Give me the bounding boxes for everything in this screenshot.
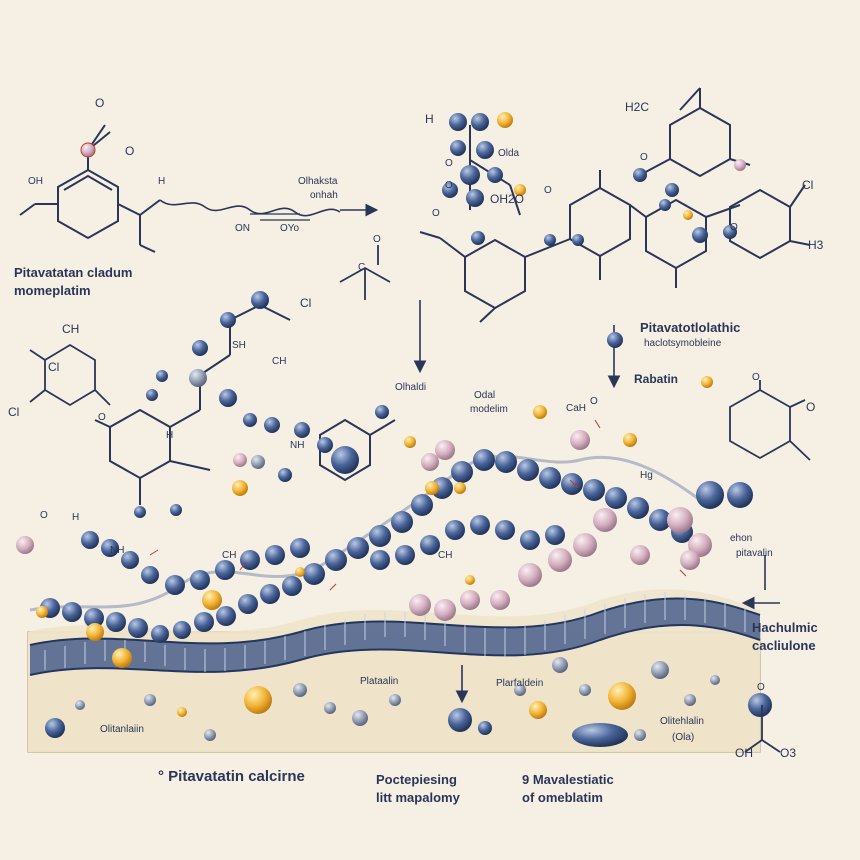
atom-label: O: [445, 180, 453, 191]
atom-label: CH: [222, 550, 237, 561]
atom-label: O: [445, 158, 453, 169]
compound-name: Pitavatotlolathic: [640, 320, 741, 335]
mid-left-molecule: [94, 304, 396, 505]
region-label: Plarfaldein: [496, 678, 544, 689]
atom-label: H2C: [625, 100, 650, 114]
caption-center: Poctepiesing: [376, 772, 457, 787]
cytoplasm-atoms: [45, 657, 720, 747]
annotation-label: Olhaksta: [298, 176, 338, 187]
atom-label: CaH: [566, 403, 587, 414]
atom-label: O: [806, 400, 816, 414]
atom-label: OH: [735, 746, 753, 760]
atom-label: O: [40, 510, 48, 521]
annotation-label: ehon: [730, 533, 753, 544]
atom-label: CH: [62, 322, 80, 336]
annotation-label: pitavalin: [736, 548, 773, 559]
atom-label: O: [757, 682, 765, 693]
atom-label: Hg: [640, 470, 653, 481]
reaction-arrows: [340, 203, 780, 704]
atom-label: O: [590, 396, 598, 407]
protein-chain: [16, 332, 772, 717]
compound-name: haclotsymobleine: [644, 338, 722, 349]
atom-label: Cl: [300, 296, 312, 310]
region-label: Plataalin: [360, 676, 399, 687]
bottom-right-molecule: [744, 705, 781, 753]
oxygen-atom: [80, 142, 96, 158]
top-right-atoms: [442, 112, 746, 246]
atom-label: OH2O: [490, 192, 525, 206]
atom-label: C: [358, 262, 366, 273]
region-label: (Ola): [672, 732, 695, 743]
atom-label: H: [166, 430, 174, 441]
atom-label: Olda: [498, 148, 520, 159]
atom-label: CH: [438, 550, 453, 561]
atom-label: Cl: [8, 405, 20, 419]
atom-label: SH: [232, 340, 246, 351]
compound-name: cacliulone: [752, 638, 816, 653]
atom-label: H: [425, 112, 434, 126]
caption-right: of omeblatim: [522, 790, 603, 805]
atom-label: OH: [28, 176, 43, 187]
reaction-sparks: [149, 419, 687, 591]
small-fragments: [29, 245, 811, 461]
region-label: Olitehlalin: [660, 716, 704, 727]
compound-name: Rabatin: [634, 372, 679, 386]
region-label: Olitanlaiin: [100, 724, 144, 735]
caption-left: ° Pitavatatin calcirne: [158, 768, 305, 785]
atom-label: O: [432, 208, 440, 219]
annotation-label: modelim: [470, 404, 508, 415]
atom-label: ON: [235, 223, 250, 234]
compound-name: Pitavatatan cladum: [14, 265, 133, 280]
atom-label: O: [98, 412, 106, 423]
atom-label: Cl: [802, 178, 814, 192]
annotation-label: Olhaldi: [395, 382, 427, 393]
compound-name: Hachulmic: [752, 620, 818, 635]
atom-label: CH: [272, 356, 287, 367]
annotation-label: onhah: [310, 190, 338, 201]
cell-region: [27, 589, 761, 753]
atom-label: O: [373, 234, 381, 245]
caption-right: 9 Mavalestiatic: [522, 772, 614, 787]
atom-label: O: [95, 96, 105, 110]
atom-label: H: [72, 512, 80, 523]
atom-label: O: [640, 152, 648, 163]
atom-label: H3: [808, 238, 824, 252]
compound-name: momeplatim: [14, 283, 91, 298]
gold-atoms: [36, 376, 713, 719]
atom-label: O: [752, 372, 760, 383]
atom-label: O: [125, 144, 135, 158]
atom-label: NH: [290, 440, 305, 451]
caption-center: litt mapalomy: [376, 790, 460, 805]
mid-left-atoms: [134, 291, 389, 518]
atom-label: H: [158, 176, 166, 187]
atom-label: O: [730, 222, 738, 233]
atom-label: O: [544, 185, 552, 196]
atom-label: Cl: [48, 360, 60, 374]
atom-label: OYo: [280, 223, 300, 234]
atom-label: NH: [110, 545, 125, 556]
atom-label: O3: [780, 746, 797, 760]
annotation-label: Odal: [474, 390, 496, 401]
